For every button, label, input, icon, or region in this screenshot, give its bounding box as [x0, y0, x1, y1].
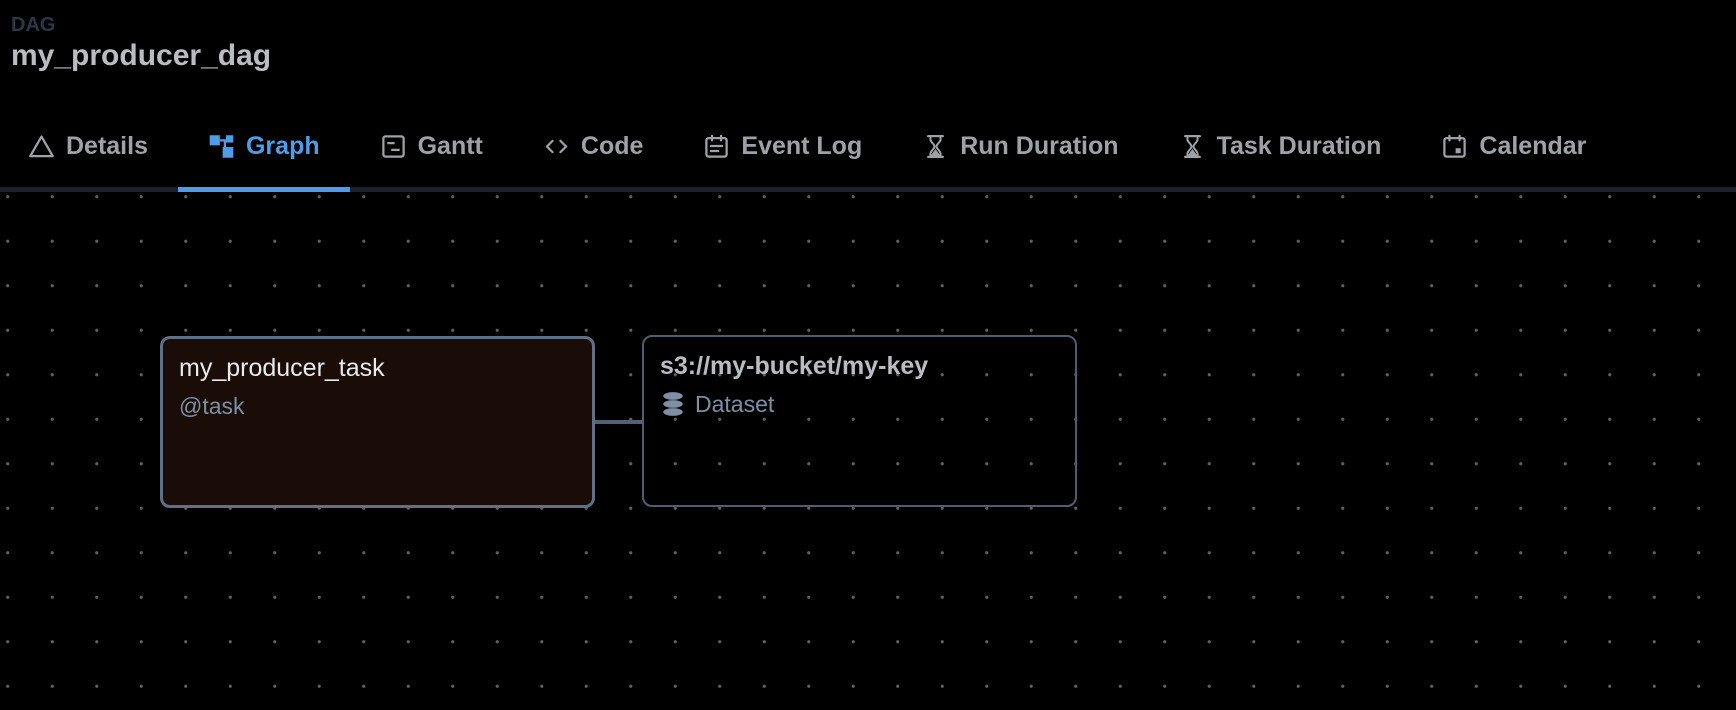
- dataset-node-subtitle-row: Dataset: [660, 391, 1059, 418]
- hourglass-icon: [1179, 133, 1206, 160]
- tab-label: Calendar: [1479, 131, 1587, 160]
- warning-triangle-icon: [28, 133, 55, 160]
- tab-details[interactable]: Details: [0, 100, 178, 192]
- graph-canvas[interactable]: my_producer_task @task s3://my-bucket/my…: [0, 192, 1736, 710]
- task-node-subtitle: @task: [179, 392, 245, 419]
- tab-label: Run Duration: [960, 131, 1119, 160]
- tab-calendar[interactable]: Calendar: [1411, 100, 1616, 192]
- dag-title: my_producer_dag: [11, 39, 272, 72]
- tab-bar: Details Graph Gantt: [0, 100, 1736, 192]
- tab-run-duration[interactable]: Run Duration: [892, 100, 1148, 192]
- edge-task-to-dataset: [595, 420, 642, 424]
- event-log-icon: [703, 133, 730, 160]
- node-dataset-s3[interactable]: s3://my-bucket/my-key Dataset: [642, 335, 1077, 507]
- gantt-chart-icon: [380, 133, 407, 160]
- tab-label: Code: [580, 131, 644, 160]
- tab-label: Graph: [245, 131, 320, 160]
- tab-graph[interactable]: Graph: [177, 100, 350, 192]
- dag-kicker: DAG: [11, 14, 56, 36]
- dag-header: DAG my_producer_dag: [0, 0, 1736, 100]
- tab-gantt[interactable]: Gantt: [350, 100, 513, 192]
- tab-event-log[interactable]: Event Log: [673, 100, 892, 192]
- node-my-producer-task[interactable]: my_producer_task @task: [160, 336, 595, 508]
- task-node-title: my_producer_task: [179, 354, 385, 382]
- calendar-icon: [1441, 133, 1468, 160]
- dataset-node-title: s3://my-bucket/my-key: [660, 352, 929, 380]
- hourglass-icon: [922, 133, 949, 160]
- tab-label: Gantt: [417, 131, 483, 160]
- tab-label: Details: [66, 131, 148, 160]
- tab-label: Task Duration: [1216, 131, 1382, 160]
- tab-task-duration[interactable]: Task Duration: [1149, 100, 1412, 192]
- tab-code[interactable]: Code: [513, 100, 674, 192]
- database-icon: [660, 391, 686, 417]
- graph-tree-icon: [208, 133, 235, 160]
- tab-label: Event Log: [741, 131, 863, 160]
- dataset-node-subtitle: Dataset: [695, 390, 775, 417]
- code-brackets-icon: [543, 133, 570, 160]
